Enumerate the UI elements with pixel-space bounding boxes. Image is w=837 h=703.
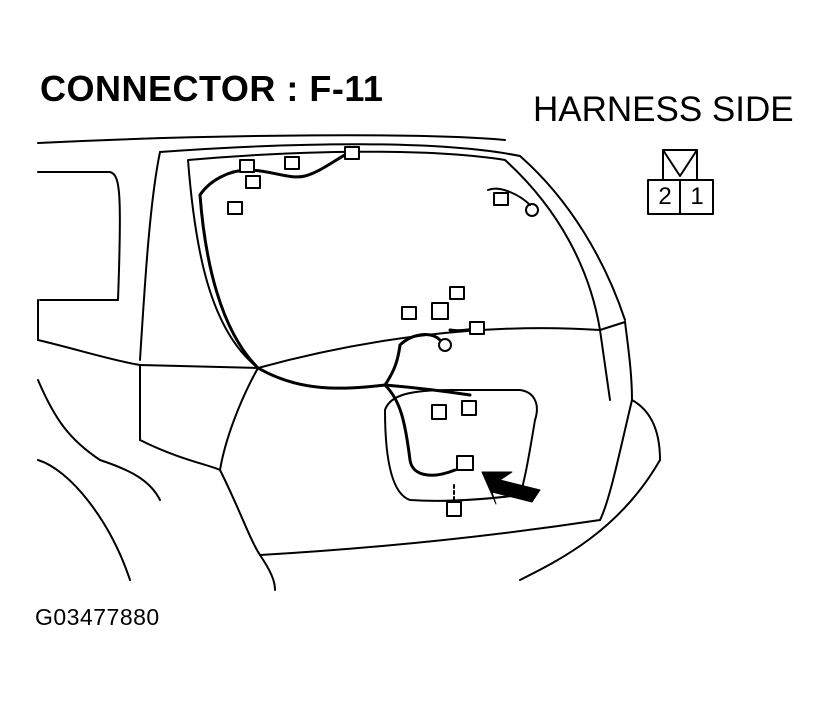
vehicle-body [37,134,661,591]
wiring-harness [198,150,480,477]
harness-connector-symbol [647,149,714,215]
harness-connectors [227,146,539,517]
harness-branch [487,187,531,206]
figure-id: G03477880 [35,604,160,630]
pin-1-label: 1 [690,183,704,210]
connector-title: CONNECTOR : F-11 [40,68,384,109]
pin-2-label: 2 [658,183,672,210]
connector-pointer-arrow [481,471,541,505]
harness-side-label: HARNESS SIDE [533,90,794,129]
